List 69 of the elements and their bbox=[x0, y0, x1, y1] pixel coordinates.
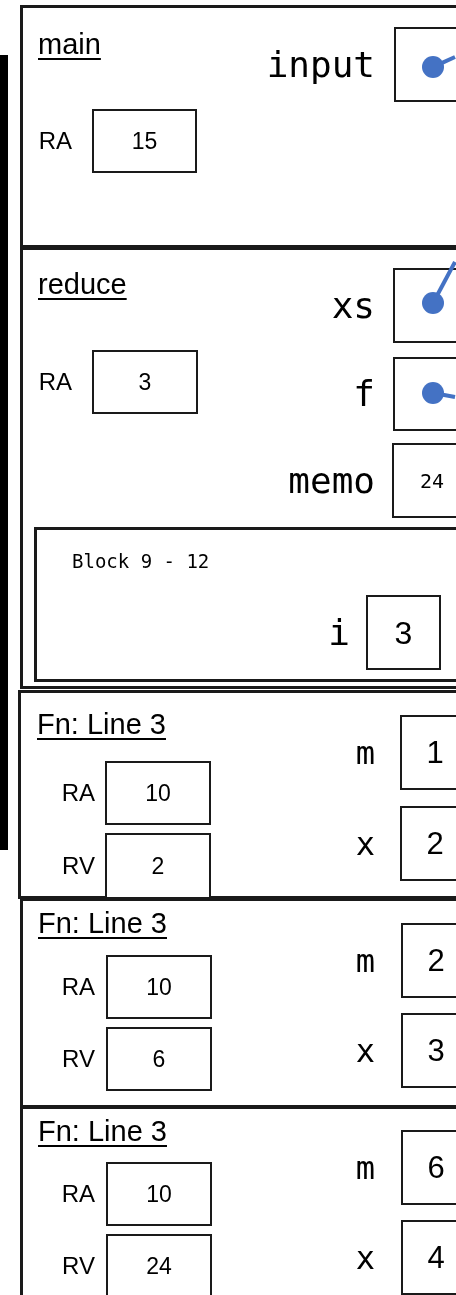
variable-name: RV bbox=[61, 1044, 95, 1074]
variable-value: 24 bbox=[146, 1254, 172, 1278]
value-box bbox=[392, 443, 456, 518]
variable-value: 24 bbox=[419, 470, 445, 491]
block-title: Block 9 - 12 bbox=[72, 552, 210, 571]
variable-value: 3 bbox=[394, 616, 413, 649]
variable-name: RA bbox=[60, 1179, 95, 1209]
variable-name: f bbox=[352, 372, 375, 416]
pointer-dot bbox=[421, 381, 444, 404]
frame-title: Fn: Line 3 bbox=[38, 1117, 167, 1146]
variable-name: m bbox=[354, 940, 375, 982]
value-box bbox=[92, 350, 198, 414]
variable-name: RV bbox=[61, 1251, 95, 1281]
variable-name: RA bbox=[60, 972, 95, 1002]
value-box bbox=[400, 715, 456, 790]
value-box bbox=[393, 357, 456, 431]
value-box bbox=[394, 27, 456, 102]
value-box bbox=[366, 595, 441, 670]
variable-value: 4 bbox=[427, 1242, 445, 1273]
variable-value: 1 bbox=[426, 737, 444, 768]
variable-value: 15 bbox=[131, 129, 158, 153]
value-box bbox=[105, 833, 211, 899]
variable-name: x bbox=[354, 1237, 375, 1279]
variable-name: x bbox=[354, 823, 375, 865]
value-box bbox=[401, 1130, 456, 1205]
stack-frame bbox=[18, 690, 456, 899]
value-box bbox=[106, 1234, 212, 1295]
value-box bbox=[106, 1027, 212, 1091]
value-box bbox=[92, 109, 197, 173]
variable-name: RA bbox=[60, 778, 95, 808]
frame-title: main bbox=[38, 30, 101, 59]
variable-value: 6 bbox=[427, 1152, 445, 1183]
stack-frame bbox=[20, 247, 456, 689]
value-box bbox=[393, 268, 456, 343]
variable-name: RA bbox=[37, 126, 72, 156]
frame-title: reduce bbox=[38, 270, 127, 299]
stack-frame bbox=[20, 5, 456, 248]
variable-value: 10 bbox=[146, 975, 172, 999]
variable-name: i bbox=[327, 610, 350, 655]
value-box bbox=[401, 923, 456, 998]
variable-value: 10 bbox=[146, 1182, 172, 1206]
variable-name: x bbox=[354, 1030, 375, 1072]
pointer-dot bbox=[421, 291, 444, 314]
value-box bbox=[401, 1220, 456, 1295]
variable-name: RA bbox=[37, 367, 72, 397]
variable-value: 2 bbox=[427, 945, 445, 976]
variable-name: xs bbox=[330, 283, 375, 328]
value-box bbox=[106, 955, 212, 1019]
variable-value: 10 bbox=[145, 781, 171, 805]
variable-value: 2 bbox=[426, 828, 444, 859]
variable-value: 2 bbox=[151, 854, 165, 878]
variable-value: 3 bbox=[138, 370, 152, 394]
value-box bbox=[106, 1162, 212, 1226]
variable-name: m bbox=[354, 1147, 375, 1189]
variable-name: m bbox=[354, 732, 375, 774]
variable-value: 6 bbox=[152, 1047, 166, 1071]
value-box bbox=[400, 806, 456, 881]
frame-title: Fn: Line 3 bbox=[38, 909, 167, 938]
stack-frame bbox=[20, 898, 456, 1108]
variable-name: input bbox=[265, 42, 375, 87]
value-box bbox=[105, 761, 211, 825]
value-box bbox=[401, 1013, 456, 1088]
block-frame bbox=[34, 527, 456, 682]
variable-name: RV bbox=[61, 851, 95, 881]
variable-name: memo bbox=[287, 458, 375, 503]
variable-value: 3 bbox=[427, 1035, 445, 1066]
stack-frame bbox=[20, 1106, 456, 1295]
pointer-dot bbox=[421, 55, 444, 78]
frame-title: Fn: Line 3 bbox=[37, 710, 166, 739]
